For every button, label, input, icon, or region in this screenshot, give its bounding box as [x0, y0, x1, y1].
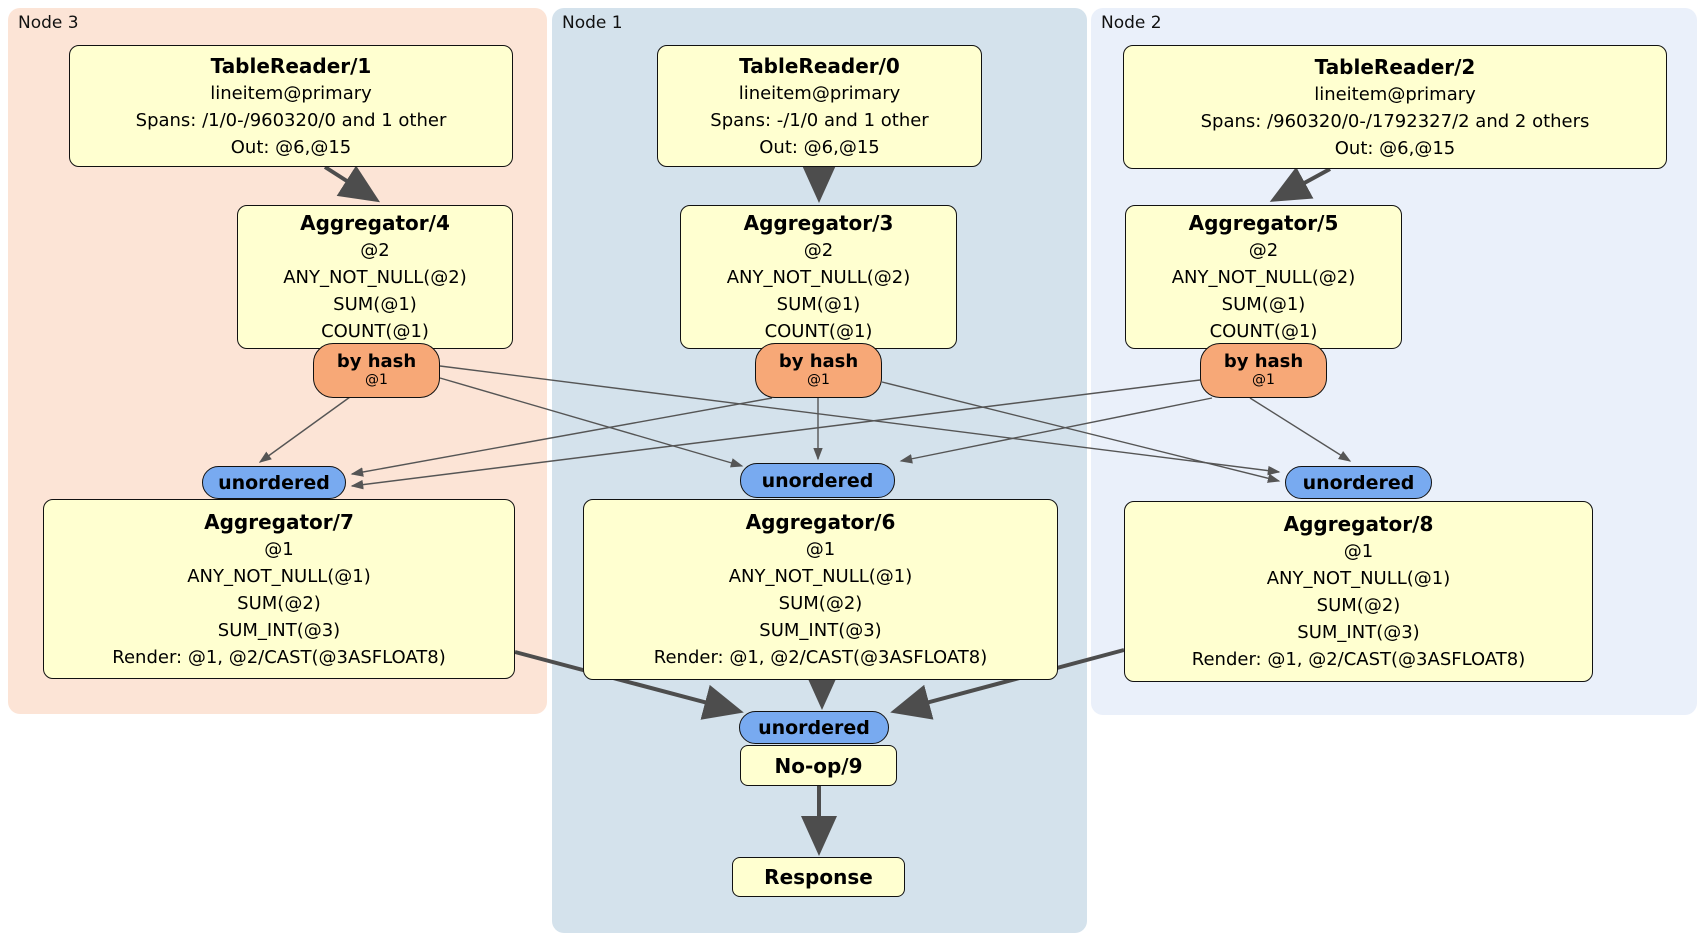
processor-aggregator-6: Aggregator/6 @1 ANY_NOT_NULL(@1) SUM(@2)…	[583, 499, 1058, 680]
processor-line: SUM_INT(@3)	[1297, 622, 1420, 643]
processor-line: lineitem@primary	[1314, 83, 1476, 105]
processor-line: Render: @1, @2/CAST(@3ASFLOAT8)	[653, 647, 988, 668]
processor-title: TableReader/2	[1314, 54, 1476, 79]
processor-line: Out: @6,@15	[230, 136, 352, 158]
processor-line: SUM(@2)	[778, 593, 863, 614]
router-streams	[258, 365, 1352, 490]
processor-aggregator-8: Aggregator/8 @1 ANY_NOT_NULL(@1) SUM(@2)…	[1124, 501, 1593, 682]
region-node-2-label: Node 2	[1101, 13, 1162, 33]
processor-line: ANY_NOT_NULL(@1)	[1266, 568, 1451, 589]
edge-bh4-u8	[439, 365, 1281, 476]
router-label: by hash	[778, 351, 859, 372]
region-node-1-label: Node 1	[562, 13, 623, 33]
processor-line: Out: @6,@15	[1334, 137, 1456, 159]
processor-aggregator-7: Aggregator/7 @1 ANY_NOT_NULL(@1) SUM(@2)…	[43, 499, 515, 679]
processor-line: SUM(@1)	[333, 294, 417, 315]
processor-title: Aggregator/7	[204, 509, 354, 534]
processor-title: Aggregator/6	[745, 510, 896, 534]
edge-bh4-u6	[439, 377, 744, 468]
thick-arrows	[323, 163, 1331, 856]
edge-bh5-u7	[350, 379, 1201, 490]
processor-line: COUNT(@1)	[1209, 321, 1318, 342]
sync-unordered-7: unordered	[202, 466, 346, 499]
processor-line: ANY_NOT_NULL(@1)	[187, 565, 371, 587]
router-key: @1	[365, 372, 388, 388]
processor-line: ANY_NOT_NULL(@2)	[283, 267, 467, 288]
processor-line: ANY_NOT_NULL(@2)	[1171, 267, 1356, 288]
edge-bh5-u8	[1249, 397, 1352, 462]
processor-line: SUM(@2)	[1316, 595, 1401, 616]
edge-bh3-u8	[881, 381, 1281, 483]
processor-tablereader-2: TableReader/2 lineitem@primary Spans: /9…	[1123, 45, 1667, 169]
processor-title: Aggregator/3	[743, 211, 894, 235]
sync-unordered-8: unordered	[1285, 466, 1432, 499]
router-by-hash-5: by hash @1	[1200, 343, 1327, 398]
processor-line: @1	[805, 539, 836, 560]
edge-agg8-sync9	[890, 648, 1125, 720]
processor-line: SUM(@1)	[1221, 294, 1306, 315]
processor-aggregator-5: Aggregator/5 @2 ANY_NOT_NULL(@2) SUM(@1)…	[1125, 205, 1402, 349]
processor-aggregator-4: Aggregator/4 @2 ANY_NOT_NULL(@2) SUM(@1)…	[237, 205, 513, 349]
processor-title: Aggregator/8	[1283, 512, 1434, 536]
edge-bh3-u7	[350, 397, 773, 477]
processor-line: Spans: -/1/0 and 1 other	[710, 109, 929, 131]
router-label: by hash	[1223, 351, 1304, 372]
edge-bh5-u6	[899, 397, 1213, 464]
processor-line: SUM_INT(@3)	[759, 620, 882, 641]
processor-line: Spans: /1/0-/960320/0 and 1 other	[135, 109, 447, 131]
processor-title: Aggregator/5	[1188, 211, 1339, 235]
router-key: @1	[807, 372, 830, 388]
router-by-hash-3: by hash @1	[755, 343, 882, 398]
processor-line: Spans: /960320/0-/1792327/2 and 2 others	[1200, 110, 1590, 132]
processor-line: ANY_NOT_NULL(@2)	[726, 267, 911, 288]
edge-agg7-sync9	[514, 650, 744, 720]
sync-unordered-9: unordered	[739, 711, 889, 744]
processor-tablereader-0: TableReader/0 lineitem@primary Spans: -/…	[657, 45, 982, 167]
processor-line: COUNT(@1)	[321, 321, 429, 342]
router-label: by hash	[336, 351, 417, 372]
processor-line: lineitem@primary	[738, 82, 901, 104]
processor-line: @1	[1343, 541, 1374, 562]
processor-line: lineitem@primary	[210, 82, 372, 104]
processor-line: @2	[1248, 240, 1279, 261]
router-key: @1	[1252, 372, 1275, 388]
processor-line: ANY_NOT_NULL(@1)	[728, 566, 913, 587]
processor-line: SUM_INT(@3)	[217, 619, 341, 641]
processor-aggregator-3: Aggregator/3 @2 ANY_NOT_NULL(@2) SUM(@1)…	[680, 205, 957, 349]
processor-line: Render: @1, @2/CAST(@3ASFLOAT8)	[1191, 649, 1526, 670]
processor-noop-9: No-op/9	[740, 745, 897, 786]
edge-tr1-agg4	[323, 165, 381, 203]
processor-line: SUM(@2)	[237, 592, 321, 614]
sync-unordered-6: unordered	[740, 463, 895, 498]
processor-line: @2	[803, 240, 834, 261]
edge-tr2-agg5	[1269, 166, 1331, 202]
processor-line: @1	[264, 538, 294, 560]
processor-title: No-op/9	[774, 753, 863, 778]
processor-title: Response	[764, 865, 873, 889]
processor-title: Aggregator/4	[300, 211, 450, 235]
processor-line: @2	[360, 240, 390, 261]
processor-tablereader-1: TableReader/1 lineitem@primary Spans: /1…	[69, 45, 513, 167]
processor-line: Render: @1, @2/CAST(@3ASFLOAT8)	[112, 646, 446, 668]
processor-response: Response	[732, 857, 905, 897]
processor-title: TableReader/1	[210, 53, 372, 78]
processor-line: COUNT(@1)	[764, 321, 873, 342]
region-node-3-label: Node 3	[18, 13, 79, 33]
processor-line: SUM(@1)	[776, 294, 861, 315]
router-by-hash-4: by hash @1	[313, 343, 440, 398]
processor-line: Out: @6,@15	[759, 136, 880, 158]
processor-title: TableReader/0	[739, 53, 900, 78]
edge-bh4-u7	[258, 396, 351, 463]
